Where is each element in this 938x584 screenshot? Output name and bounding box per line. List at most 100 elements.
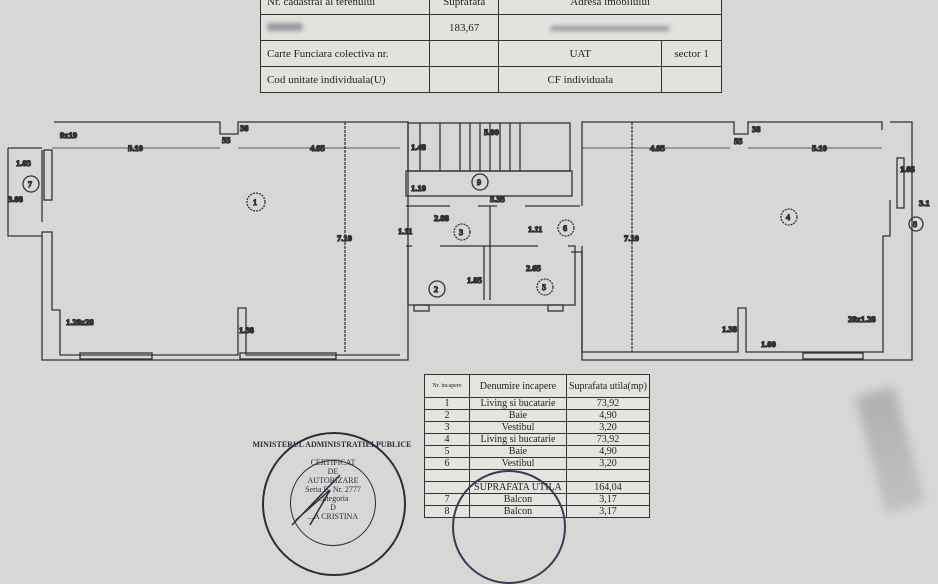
cell: [424, 469, 470, 482]
suprafata-label: Suprafata: [429, 0, 500, 15]
dim-label: 1.05: [900, 164, 915, 174]
cell: 3,20: [565, 457, 651, 470]
balcony-7-marker: [22, 175, 40, 193]
redacted-handwriting: [855, 386, 925, 514]
dim-label: 4.95: [310, 143, 325, 153]
room-number: 7: [28, 180, 32, 189]
adresa-label: Adresa imobilului: [498, 0, 722, 15]
dim-label: 5.10: [128, 143, 143, 153]
dim-label: 38: [752, 124, 761, 134]
dim-label: 38: [240, 123, 249, 133]
stamp-line: CERTIFICAT: [310, 458, 356, 467]
carte-funciara-value: [429, 40, 500, 67]
dim-label: 4.95: [650, 143, 665, 153]
dim-label: 1.38: [239, 325, 254, 335]
stair-core: [405, 122, 580, 312]
dim-label: 55: [222, 135, 231, 145]
cell: 3,17: [565, 493, 651, 506]
room-number: 2: [434, 285, 438, 294]
cf-individuala-value: [661, 66, 722, 93]
room-number: 5: [542, 283, 546, 292]
room-number: 9: [477, 178, 481, 187]
room-number: 6: [563, 224, 567, 233]
room-5-marker: [536, 278, 554, 296]
dim-label: 1.11: [528, 224, 542, 234]
cell: Living si bucatarie: [468, 433, 567, 446]
stamp-line: Seria B, Nr. 2777: [305, 485, 361, 494]
dim-label: 1.11: [398, 226, 412, 236]
cell: 1: [424, 397, 470, 410]
uat-label: UAT: [498, 40, 663, 67]
dim-label: 7.10: [337, 233, 352, 243]
cod-unitate-value: [429, 66, 500, 93]
cell: 4,90: [565, 445, 651, 458]
room-2-marker: [428, 280, 446, 298]
total-value: 164,04: [565, 481, 651, 494]
room-number: 3: [459, 228, 463, 237]
floor-plan: 9x19 5.10 55 38 4.95 1.03 3.08 7.10 1.28…: [7, 121, 930, 361]
dim-label: 28x1.28: [848, 314, 876, 324]
dim-label: 1.48: [411, 142, 426, 152]
stamp-line: AUTORIZARE: [307, 476, 359, 485]
nr-cadastral-value-redacted: [259, 14, 431, 41]
cell: 6: [424, 457, 470, 470]
cell: Baie: [468, 445, 567, 458]
dim-label: 5.35: [490, 194, 505, 204]
room-4-marker: [780, 208, 798, 226]
signature: [291, 474, 341, 526]
cell: 3,20: [565, 421, 651, 434]
stamp-ring-text: MINISTERUL ADMINISTRATIEI PUBLICE: [252, 440, 412, 449]
stamp-line: D: [330, 503, 336, 512]
cod-unitate-label: Cod unitate individuala(U): [259, 66, 431, 93]
right-unit: [571, 121, 924, 361]
room-number: 4: [786, 213, 790, 222]
dim-label: 9x19: [60, 130, 77, 140]
col-header-nr: Nr. incapere: [424, 374, 470, 398]
dim-label: 1.28x28: [66, 317, 94, 327]
left-unit: [7, 121, 409, 361]
cell: 4,90: [565, 409, 651, 422]
cell: 73,92: [565, 397, 651, 410]
cell: [565, 469, 651, 482]
room-1-marker: [246, 192, 266, 212]
dim-label: 2.65: [526, 263, 541, 273]
carte-funciara-label: Carte Funciara colectiva nr.: [259, 40, 431, 67]
stamp-line: Categoria: [317, 494, 349, 503]
cell: Baie: [468, 409, 567, 422]
stamp-line: DE: [327, 467, 339, 476]
dim-label: 7.10: [624, 233, 639, 243]
dim-label: 2.88: [434, 213, 449, 223]
balcony-8-marker: [908, 216, 924, 232]
col-header-suprafata: Suprafata utila(mp): [565, 374, 651, 398]
dim-label: 3.08: [8, 194, 23, 204]
dim-label: 1.00: [761, 339, 776, 349]
dim-label: 5.00: [484, 127, 499, 137]
cell: Vestibul: [468, 421, 567, 434]
dim-label: 1.03: [16, 158, 31, 168]
dim-label: 1.38: [722, 324, 737, 334]
dim-label: 1.85: [467, 275, 482, 285]
nr-cadastral-label: Nr. cadastral al terenului: [259, 0, 431, 15]
cell: 3: [424, 421, 470, 434]
cell: 4: [424, 433, 470, 446]
room-number: 8: [913, 220, 917, 229]
stamp-line: ...A CRISTINA: [307, 512, 359, 521]
room-6-marker: [557, 219, 575, 237]
room-3-marker: [453, 223, 471, 241]
dim-label: 55: [734, 136, 743, 146]
cell: 73,92: [565, 433, 651, 446]
suprafata-value: 183,67: [429, 14, 500, 41]
cell: 3,17: [565, 505, 651, 518]
room-number: 1: [253, 198, 257, 207]
second-stamp: [452, 470, 566, 584]
stamp-body: CERTIFICAT DE AUTORIZARE Seria B, Nr. 27…: [296, 458, 370, 521]
cell: 2: [424, 409, 470, 422]
cell: Vestibul: [468, 457, 567, 470]
col-header-denumire: Denumire incapere: [468, 374, 567, 398]
